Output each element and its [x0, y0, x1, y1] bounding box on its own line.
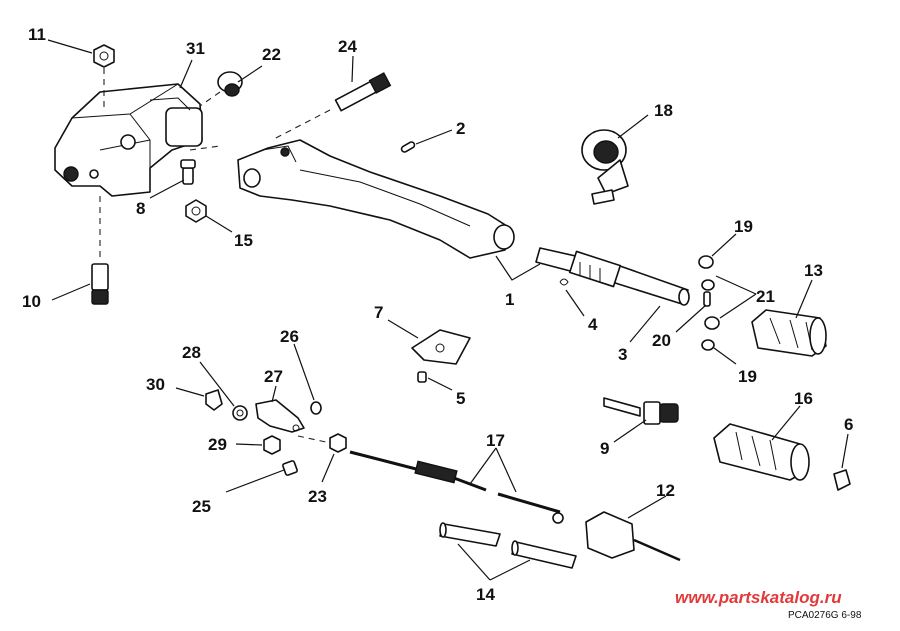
- callout-4: 4: [588, 315, 598, 334]
- cable-housing-part-12: [585, 511, 681, 562]
- callout-9: 9: [600, 439, 609, 458]
- callout-18: 18: [654, 101, 673, 120]
- callout-6: 6: [844, 415, 853, 434]
- callout-labels: 11 31 22 24 2 18 8 15 10 1 4 3 19 21 20 …: [22, 25, 853, 604]
- callout-7: 7: [374, 303, 383, 322]
- bolt-part-10: [91, 263, 109, 305]
- callout-11: 11: [28, 25, 46, 44]
- spring-part-4: [559, 278, 569, 286]
- friction-block-part-18: [581, 129, 629, 205]
- bushing-part-19-upper: [698, 255, 714, 269]
- callout-25: 25: [192, 497, 211, 516]
- sleeve-part-14-left: [439, 522, 501, 547]
- nut-part-15: [185, 199, 207, 223]
- screw-part-5: [417, 371, 427, 383]
- nut-part-23: [329, 433, 347, 453]
- bracket-part-7: [411, 329, 471, 365]
- leader-lines: [47, 39, 849, 581]
- tiller-arm-part-1: [237, 139, 515, 259]
- callout-19-lower: 19: [738, 367, 757, 386]
- callout-29: 29: [208, 435, 227, 454]
- callout-3: 3: [618, 345, 627, 364]
- nut-part-11: [93, 44, 115, 68]
- nut-part-29: [263, 435, 281, 455]
- callout-31: 31: [186, 39, 205, 58]
- throttle-shaft-part-3: [535, 247, 690, 306]
- grease-fitting-part-8: [180, 159, 196, 185]
- pin-part-2: [400, 141, 416, 153]
- cable-part-17: [349, 450, 564, 524]
- callout-8: 8: [136, 199, 145, 218]
- bushing-part-19-lower: [701, 339, 715, 351]
- callout-24: 24: [338, 37, 357, 56]
- link-part-30: [205, 389, 223, 411]
- callout-30: 30: [146, 375, 165, 394]
- bushing-part-21: [704, 316, 720, 330]
- bolt-part-24: [334, 72, 392, 112]
- washer-part-26: [310, 401, 322, 415]
- bracket-part-31: [54, 83, 203, 197]
- callout-5: 5: [456, 389, 465, 408]
- grip-part-13: [751, 309, 827, 357]
- switch-part-9: [603, 397, 679, 425]
- callout-17: 17: [486, 431, 505, 450]
- callout-21: 21: [756, 287, 775, 306]
- callout-16: 16: [794, 389, 813, 408]
- sleeve-part-14-right: [511, 540, 577, 569]
- callout-27: 27: [264, 367, 283, 386]
- callout-22: 22: [262, 45, 281, 64]
- screw-part-25: [282, 460, 298, 476]
- callout-12: 12: [656, 481, 675, 500]
- callout-26: 26: [280, 327, 299, 346]
- callout-20: 20: [652, 331, 671, 350]
- drawing-code: PCA0276G 6-98: [788, 610, 862, 621]
- callout-13: 13: [804, 261, 823, 280]
- washer-part-22: [217, 71, 243, 97]
- washer-part-28: [232, 405, 248, 421]
- callout-2: 2: [456, 119, 465, 138]
- callout-14: 14: [476, 585, 495, 604]
- cap-part-6: [833, 469, 851, 491]
- callout-23: 23: [308, 487, 327, 506]
- callout-10: 10: [22, 292, 41, 311]
- grip-part-16: [713, 423, 810, 481]
- callout-15: 15: [234, 231, 253, 250]
- callout-28: 28: [182, 343, 201, 362]
- callout-19-upper: 19: [734, 217, 753, 236]
- lever-part-27: [255, 399, 305, 433]
- watermark-text: www.partskatalog.ru: [675, 588, 842, 607]
- pin-part-20: [701, 279, 715, 307]
- callout-1: 1: [505, 290, 514, 309]
